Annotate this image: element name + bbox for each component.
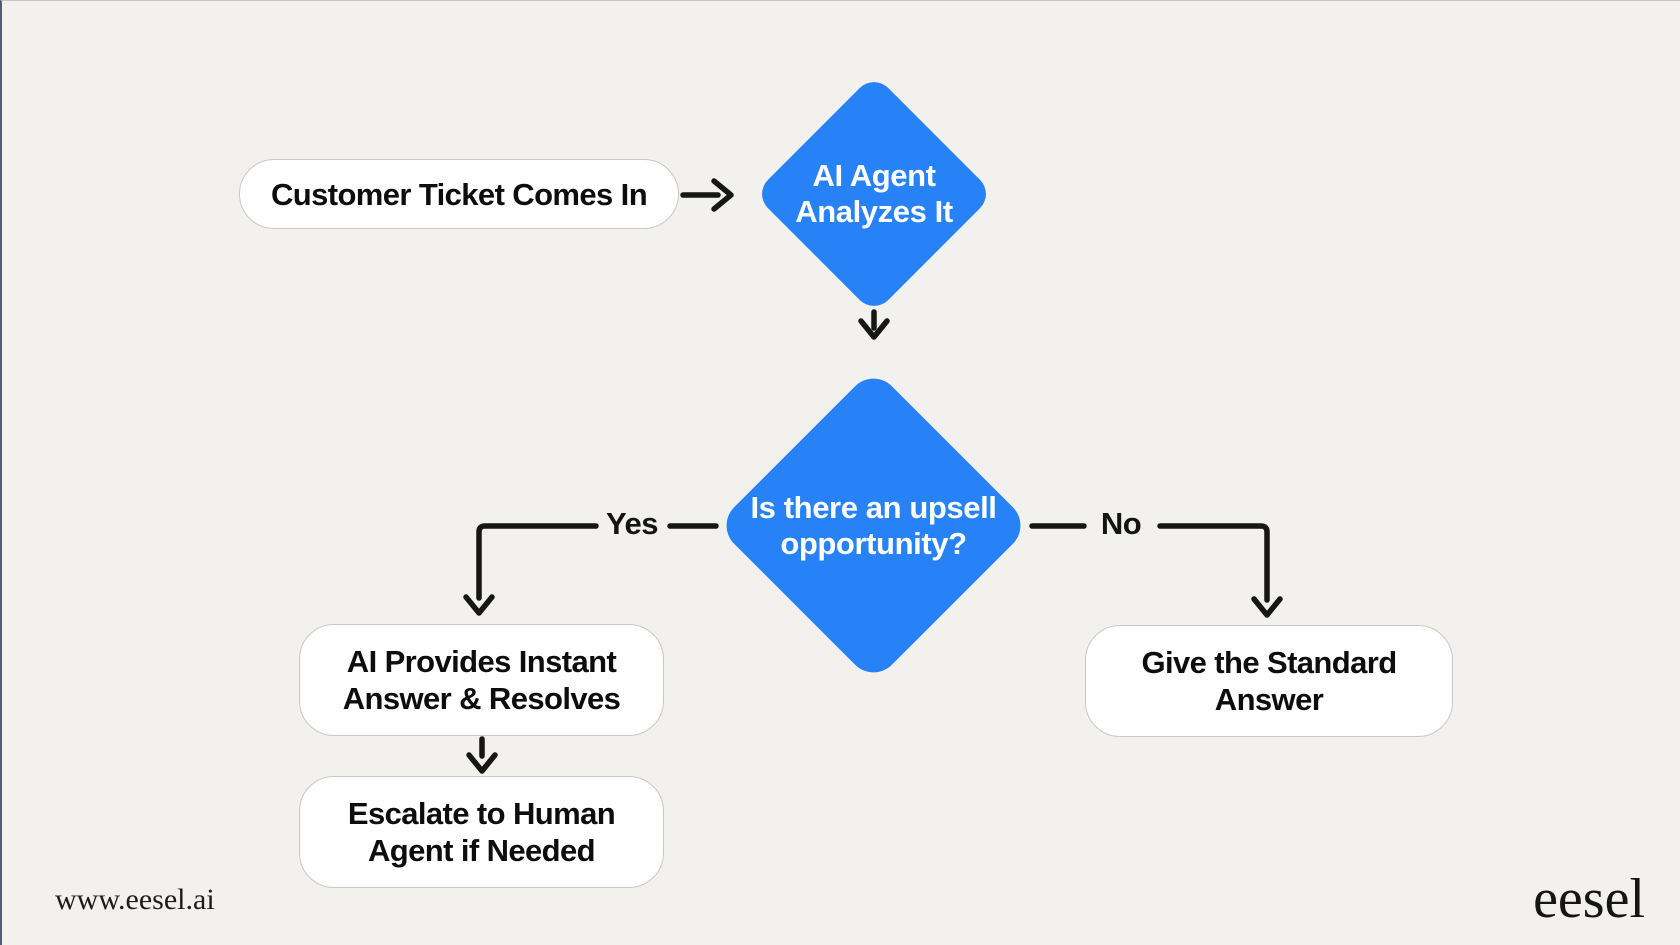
resolve-label-line1: AI Provides Instant [346,644,617,679]
node-upsell-decision-label: Is there an upsell opportunity? [750,414,996,637]
arrowhead-down-icon [466,752,498,774]
analyze-label-line1: AI Agent [812,158,936,193]
edge-label-yes: Yes [606,506,658,541]
decision-label-line2: opportunity? [780,525,967,561]
node-standard-answer: Give the Standard Answer [1085,625,1453,737]
arrowhead-right-icon [711,178,734,212]
standard-label-line1: Give the Standard [1141,645,1397,680]
website-url-text: www.eesel.ai [55,883,215,916]
edge-yes-elbow [476,523,599,601]
arrowhead-down-icon [858,318,890,340]
node-escalate-human: Escalate to Human Agent if Needed [299,776,664,888]
arrowhead-down-icon [463,594,495,616]
edge-no-elbow [1157,523,1270,603]
node-upsell-decision: Is there an upsell opportunity? [715,367,1032,684]
node-customer-ticket-label: Customer Ticket Comes In [270,176,648,212]
node-ai-agent-analyzes-label: AI Agent Analyzes It [789,109,959,279]
eesel-logo: eesel [1533,868,1645,930]
escalate-label-line1: Escalate to Human [347,796,616,831]
node-ai-instant-answer: AI Provides Instant Answer & Resolves [299,624,664,736]
node-customer-ticket: Customer Ticket Comes In [239,159,679,229]
escalate-label-line2: Agent if Needed [368,833,596,868]
analyze-label-line2: Analyzes It [795,194,953,229]
edge-label-no: No [1100,506,1142,541]
resolve-label-line2: Answer & Resolves [342,681,621,716]
decision-label-line1: Is there an upsell [750,489,997,525]
arrowhead-down-icon [1251,596,1283,618]
standard-label-line2: Answer [1214,682,1324,717]
node-ai-agent-analyzes: AI Agent Analyzes It [753,73,995,315]
